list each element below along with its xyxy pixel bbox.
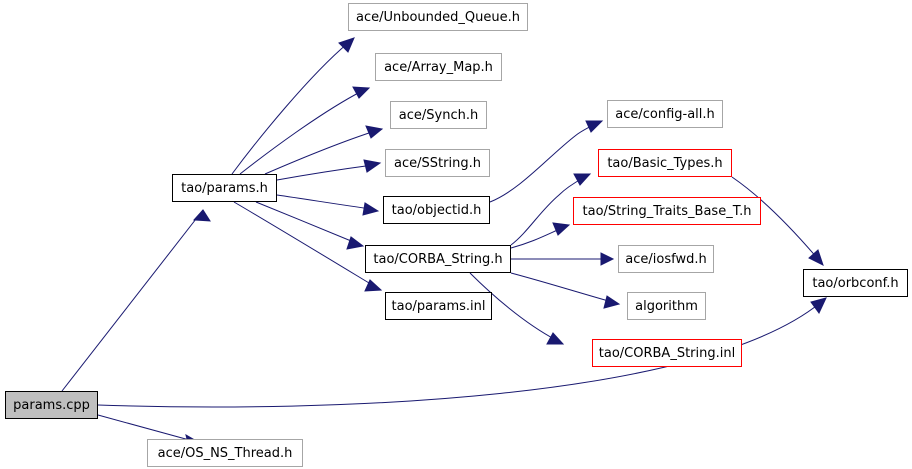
node-label: tao/orbconf.h (812, 275, 899, 291)
edge-corba-string-h-to-basic-types (510, 177, 584, 246)
node-params_inl[interactable]: tao/params.inl (385, 292, 492, 320)
node-params_h[interactable]: tao/params.h (172, 174, 277, 202)
arrowhead (363, 159, 382, 173)
arrowhead (365, 125, 384, 139)
edge-params-h-to-params-inl (233, 201, 375, 287)
node-config_all[interactable]: ace/config-all.h (607, 100, 723, 128)
node-label: tao/params.inl (391, 298, 486, 314)
edge-params-h-to-unbounded-queue (231, 42, 349, 175)
node-string_traits[interactable]: tao/String_Traits_Base_T.h (573, 197, 761, 225)
node-label: params.cpp (13, 397, 90, 413)
node-label: ace/iosfwd.h (625, 251, 707, 267)
arrowhead (600, 252, 615, 266)
edge-basic-types-to-orbconf (731, 176, 819, 260)
edge-params-h-to-objectid (276, 194, 372, 210)
arrowhead (346, 236, 365, 250)
node-iosfwd[interactable]: ace/iosfwd.h (618, 245, 714, 273)
node-corba_string_h[interactable]: tao/CORBA_String.h (365, 245, 511, 273)
node-params_cpp[interactable]: params.cpp (5, 391, 98, 419)
node-array_map[interactable]: ace/Array_Map.h (375, 53, 502, 81)
node-synch[interactable]: ace/Synch.h (390, 101, 487, 129)
node-label: tao/CORBA_String.inl (598, 345, 736, 361)
arrowhead (810, 297, 827, 314)
edge-params-h-to-sstring (276, 164, 374, 181)
node-sstring[interactable]: ace/SString.h (385, 149, 490, 177)
arrowhead (338, 37, 355, 53)
node-orbconf[interactable]: tao/orbconf.h (803, 269, 908, 297)
edge-params-h-to-synch (264, 130, 376, 175)
node-corba_string_inl[interactable]: tao/CORBA_String.inl (592, 339, 742, 367)
edge-corba-string-h-to-algorithm (510, 272, 613, 303)
node-label: ace/Unbounded_Queue.h (355, 9, 520, 25)
node-label: ace/OS_NS_Thread.h (157, 445, 293, 461)
node-label: ace/Array_Map.h (384, 59, 493, 75)
node-label: tao/Basic_Types.h (607, 155, 723, 171)
edge-params-cpp-to-orbconf (97, 302, 821, 408)
node-label: ace/SString.h (394, 155, 481, 171)
edge-params-h-to-corba-string-h (255, 201, 357, 244)
edge-params-cpp-to-params-h (61, 209, 204, 392)
node-label: algorithm (635, 298, 698, 314)
arrowhead (603, 295, 621, 309)
arrowhead (552, 222, 571, 236)
node-basic_types[interactable]: tao/Basic_Types.h (598, 149, 732, 177)
node-unbounded_queue[interactable]: ace/Unbounded_Queue.h (348, 3, 528, 31)
arrowhead (362, 202, 380, 216)
arrowhead (352, 86, 371, 99)
edge-params-h-to-array-map (239, 90, 363, 175)
arrowhead (546, 332, 565, 345)
arrowhead (585, 120, 604, 133)
node-label: tao/CORBA_String.h (373, 251, 503, 267)
arrowhead (808, 249, 824, 266)
edge-params-cpp-to-os-ns-thread (97, 414, 194, 442)
arrowhead (573, 173, 592, 186)
node-algorithm[interactable]: algorithm (627, 292, 706, 320)
node-label: tao/String_Traits_Base_T.h (582, 203, 752, 219)
node-objectid[interactable]: tao/objectid.h (383, 196, 490, 224)
node-os_ns_thread[interactable]: ace/OS_NS_Thread.h (147, 439, 303, 467)
edge-corba-string-h-to-corba-string-inl (469, 272, 557, 341)
node-label: ace/Synch.h (398, 107, 479, 123)
node-label: tao/params.h (181, 180, 268, 196)
edge-objectid-to-config-all (489, 123, 596, 203)
node-label: tao/objectid.h (391, 202, 482, 218)
arrowhead (192, 209, 211, 222)
arrowhead (364, 279, 383, 292)
node-label: ace/config-all.h (615, 106, 715, 122)
